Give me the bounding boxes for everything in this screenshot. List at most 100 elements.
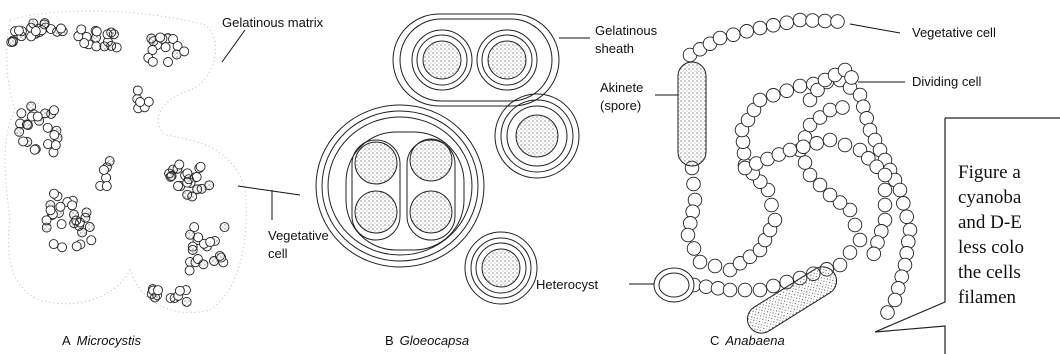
microcystis-cell — [220, 223, 229, 232]
microcystis-cell — [156, 33, 165, 42]
microcystis-cell — [148, 57, 157, 66]
vegetative-cell — [806, 14, 820, 28]
vegetative-cell — [687, 242, 701, 256]
microcystis-cell — [183, 190, 192, 199]
vegetative-cell — [878, 168, 892, 182]
microcystis-cell — [57, 24, 66, 33]
microcystis-cell — [184, 175, 193, 184]
vegetative-cell — [767, 19, 781, 33]
vegetative-cell — [793, 13, 807, 27]
microcystis-cell — [107, 41, 116, 50]
vegetative-cell — [753, 93, 767, 107]
microcystis-cell — [56, 202, 65, 211]
microcystis-cell — [197, 184, 206, 193]
vegetative-cell — [687, 177, 701, 191]
vegetative-cell — [848, 218, 862, 232]
vegetative-cell — [867, 247, 881, 261]
microcystis-cell — [144, 97, 153, 106]
vegetative-cell — [878, 198, 892, 212]
vegetative-cell — [783, 143, 797, 157]
microcystis-cell — [186, 230, 195, 239]
anabaena-filament — [681, 13, 917, 319]
label-gelatinous-sheath-1: Gelatinous — [595, 23, 658, 38]
vegetative-cell — [684, 217, 698, 231]
microcystis-cell — [19, 137, 28, 146]
vegetative-cell — [713, 31, 727, 45]
leader-vegetative-cell-a — [238, 186, 300, 195]
vegetative-cell — [780, 84, 794, 98]
microcystis-cell — [42, 223, 51, 232]
vegetative-cell — [818, 14, 832, 28]
microcystis-cell — [82, 208, 91, 217]
microcystis-colony — [5, 11, 246, 313]
vegetative-cell — [823, 133, 837, 147]
vegetative-cell — [881, 306, 895, 320]
microcystis-cell — [77, 25, 86, 34]
vegetative-cell — [823, 103, 837, 117]
vegetative-cell — [845, 71, 859, 85]
label-akinete-1: Akinete — [600, 80, 643, 95]
vegetative-cell — [810, 137, 824, 151]
microcystis-cell — [50, 131, 59, 140]
microcystis-cell — [188, 245, 197, 254]
microcystis-cell — [215, 251, 224, 260]
microcystis-cell — [31, 27, 40, 36]
vegetative-cell — [780, 16, 794, 30]
vegetative-cell — [708, 259, 722, 273]
vegetative-cell — [767, 89, 781, 103]
microcystis-cell — [206, 238, 215, 247]
microcystis-cell — [15, 127, 24, 136]
gelatinous-matrix-outline — [5, 11, 246, 313]
akinete-2 — [742, 262, 842, 339]
microcystis-cell — [22, 120, 31, 129]
vegetative-cell — [727, 28, 741, 42]
microcystis-cell — [164, 58, 173, 67]
microcystis-cell — [72, 216, 81, 225]
gloeocapsa-group — [316, 14, 579, 304]
microcystis-cell — [58, 243, 67, 252]
microcystis-cell — [175, 286, 184, 295]
microcystis-cell — [136, 98, 145, 107]
label-vegetative-cell-left-1: Vegetative — [268, 228, 329, 243]
vegetative-cell — [768, 213, 782, 227]
vegetative-cell — [699, 280, 713, 294]
vegetative-cell — [753, 21, 767, 35]
microcystis-cell — [49, 240, 58, 249]
microcystis-cell — [46, 206, 55, 215]
vegetative-cell — [893, 183, 907, 197]
vegetative-cell — [798, 156, 812, 170]
microcystis-cell — [87, 236, 96, 245]
vegetative-cell — [843, 246, 857, 260]
vegetative-cell — [900, 210, 914, 224]
leader-gelatinous-matrix — [222, 30, 245, 62]
microcystis-cell — [99, 165, 108, 174]
microcystis-cell — [80, 39, 89, 48]
microcystis-cell — [14, 26, 23, 35]
microcystis-cell — [72, 242, 81, 251]
microcystis-cell — [161, 43, 170, 52]
vegetative-cell — [738, 283, 752, 297]
vegetative-cell — [813, 178, 827, 192]
label-heterocyst: Heterocyst — [536, 277, 599, 292]
microcystis-cell — [57, 220, 66, 229]
microcystis-cell — [167, 172, 176, 181]
microcystis-cell — [40, 20, 49, 29]
microcystis-cell — [196, 162, 205, 171]
vegetative-cell — [888, 293, 902, 307]
microcystis-cell — [185, 266, 194, 275]
vegetative-cell — [688, 193, 702, 207]
microcystis-cell — [175, 160, 184, 169]
microcystis-cell — [182, 297, 191, 306]
label-dividing-cell: Dividing cell — [912, 74, 981, 89]
microcystis-cell — [50, 106, 59, 115]
vegetative-cell — [767, 279, 781, 293]
microcystis-cell — [30, 145, 39, 154]
microcystis-cell — [8, 37, 17, 46]
microcystis-cell — [50, 189, 59, 198]
vegetative-cell — [836, 101, 850, 115]
vegetative-cell — [711, 282, 725, 296]
